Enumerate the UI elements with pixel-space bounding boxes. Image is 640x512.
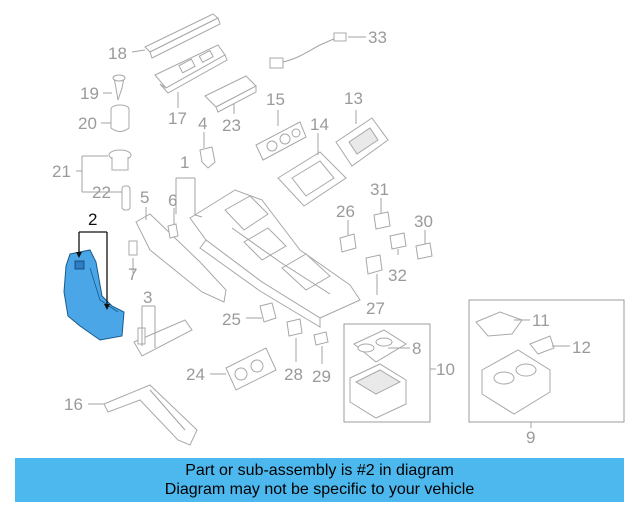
inset-box-10 [343, 323, 431, 423]
callout-11: 11 [532, 311, 550, 330]
callout-6: 6 [168, 191, 177, 210]
part-26-switch [339, 233, 357, 253]
callout-8: 8 [412, 339, 421, 358]
callout-7: 7 [128, 265, 137, 284]
callout-18: 18 [108, 44, 127, 63]
part-7-clip [128, 240, 138, 256]
part-30-switch [415, 242, 433, 260]
info-banner: Part or sub-assembly is #2 in diagram Di… [15, 458, 624, 502]
part-2-console-side-cover [63, 249, 125, 341]
callout-30: 30 [414, 212, 433, 231]
part-5-side-trim [135, 213, 227, 303]
part-33-cable [269, 32, 347, 69]
part-14-bezel [277, 151, 347, 207]
callout-10: 10 [436, 360, 455, 379]
part-27-switch [365, 254, 383, 275]
part-15-switch-panel [255, 121, 307, 161]
banner-line-1: Part or sub-assembly is #2 in diagram [185, 462, 454, 479]
part-32-switch [389, 232, 407, 250]
part-17-bracket [154, 44, 228, 94]
callout-numbers: 18 33 19 20 17 23 15 13 4 14 21 1 22 5 6… [52, 28, 591, 447]
callout-1: 1 [180, 153, 189, 172]
part-1-center-console [189, 189, 361, 328]
banner-line-2: Diagram may not be specific to your vehi… [164, 481, 475, 498]
callout-16: 16 [64, 395, 83, 414]
callout-33: 33 [368, 28, 387, 47]
callout-9: 9 [526, 428, 535, 447]
callout-12: 12 [572, 338, 591, 357]
part-31-switch [373, 211, 391, 230]
callout-27: 27 [366, 299, 385, 318]
callout-3: 3 [143, 288, 152, 307]
callout-29: 29 [312, 367, 331, 386]
callout-4: 4 [198, 114, 207, 133]
part-29-switch [313, 331, 329, 346]
callout-21: 21 [52, 162, 71, 181]
part-6-clip [167, 223, 179, 239]
callout-23: 23 [222, 116, 241, 135]
callout-17: 17 [168, 109, 187, 128]
callout-28: 28 [284, 365, 303, 384]
part-28-switch [286, 318, 303, 337]
callout-26: 26 [336, 202, 355, 221]
part-3-bracket [133, 319, 193, 357]
callout-24: 24 [186, 365, 205, 384]
part-4-bracket [199, 146, 216, 169]
callout-25: 25 [222, 310, 241, 329]
callout-31: 31 [370, 180, 389, 199]
part-22-clip [121, 185, 131, 211]
part-21-socket [108, 149, 132, 171]
part-18-trim-strip [144, 13, 221, 59]
part-20-socket [110, 104, 130, 132]
callout-32: 32 [388, 266, 407, 285]
callout-5: 5 [140, 188, 149, 207]
parts-diagram: 18 33 19 20 17 23 15 13 4 14 21 1 22 5 6… [52, 13, 625, 447]
part-13-shift-bezel [335, 117, 389, 167]
part-16-rail [103, 384, 198, 446]
inset-box-9 [468, 299, 625, 423]
part-24-control-panel [225, 347, 277, 391]
leader-lines [76, 36, 570, 428]
part-23-switch [204, 75, 257, 113]
callout-14: 14 [310, 115, 329, 134]
callout-22: 22 [92, 183, 111, 202]
part-25-switch [259, 302, 277, 323]
part-19-clip [112, 74, 126, 101]
callout-2: 2 [88, 210, 97, 229]
callout-19: 19 [80, 84, 99, 103]
callout-20: 20 [78, 114, 97, 133]
callout-13: 13 [344, 89, 363, 108]
leader-2-highlight [76, 231, 110, 310]
callout-15: 15 [266, 90, 285, 109]
